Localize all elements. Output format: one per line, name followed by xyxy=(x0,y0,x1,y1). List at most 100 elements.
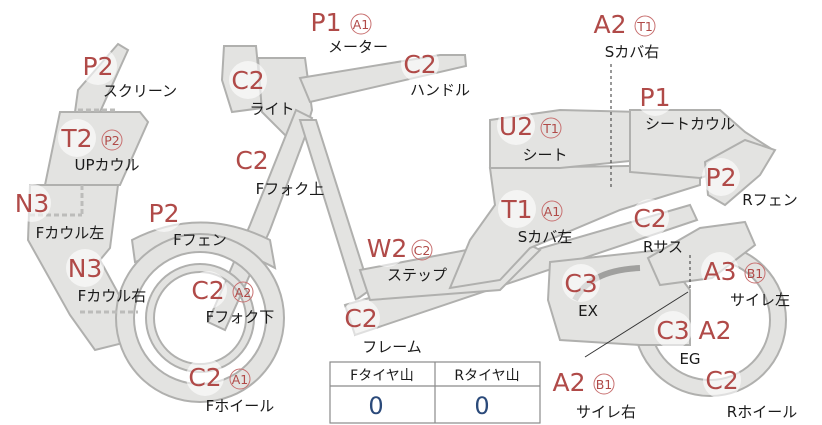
code-badge-bg xyxy=(701,252,739,290)
part-code: C2 xyxy=(191,276,224,305)
sub-code-badge xyxy=(229,368,251,390)
code-badge-bg xyxy=(66,249,104,287)
code-badge-bg xyxy=(145,194,183,232)
part-sub-code: A1 xyxy=(544,204,561,219)
part-label: スクリーン xyxy=(103,82,177,100)
part-code: T2 xyxy=(60,124,92,153)
tire-table-value-rear: 0 xyxy=(474,392,489,420)
part-label: シート xyxy=(522,146,567,164)
part-code-secondary: A2 xyxy=(698,316,731,345)
part-code: A3 xyxy=(703,257,736,286)
tire-table-value-front: 0 xyxy=(368,392,383,420)
part-label: Rサス xyxy=(643,238,683,256)
part-sub-code: A1 xyxy=(232,372,249,387)
sub-code-badge xyxy=(744,262,766,284)
part-label: サイレ左 xyxy=(730,291,790,309)
sub-code-badge xyxy=(232,281,254,303)
code-badge-bg xyxy=(703,361,741,399)
part-sub-code: B1 xyxy=(596,377,613,392)
part-label: Rホイール xyxy=(727,403,797,421)
part-muffler-left: A3 B1 サイレ左 xyxy=(701,252,790,309)
part-label: ステップ xyxy=(387,266,447,284)
code-badge-bg xyxy=(79,47,117,85)
code-badge-bg xyxy=(229,61,267,99)
code-badge-bg xyxy=(702,158,740,196)
part-code: P2 xyxy=(83,52,114,81)
part-sub-code: B1 xyxy=(747,266,764,281)
code-badge-bg xyxy=(342,299,380,337)
part-sub-code: P2 xyxy=(104,133,120,148)
part-label: Fフォク上 xyxy=(256,180,325,198)
part-sub-code: C2 xyxy=(414,243,431,258)
part-code: C2 xyxy=(344,304,377,333)
code-badge-bg xyxy=(233,141,271,179)
sub-code-badge xyxy=(350,13,372,35)
part-sub-code: T1 xyxy=(636,19,653,34)
part-code: C2 xyxy=(235,146,268,175)
part-code: P1 xyxy=(640,83,671,112)
part-label: Fカウル右 xyxy=(78,287,147,305)
tire-table-header-front: Fタイヤ山 xyxy=(350,368,414,384)
code-badge-bg xyxy=(58,119,96,157)
sub-code-badge xyxy=(634,15,656,37)
part-label: Sカバ左 xyxy=(518,228,573,246)
part-label: ハンドル xyxy=(410,81,470,99)
code-badge-bg xyxy=(368,229,406,267)
part-code: P2 xyxy=(149,199,180,228)
code-badge-bg xyxy=(550,363,588,401)
code-badge-bg xyxy=(654,311,692,349)
part-label: EG xyxy=(679,350,700,368)
code-badge-bg xyxy=(631,199,669,237)
r-sus-shape xyxy=(646,220,757,287)
sub-code-badge xyxy=(593,373,615,395)
frame-tube-shape xyxy=(298,119,372,302)
part-code: C3 xyxy=(656,316,689,345)
sub-code-badge xyxy=(411,239,433,261)
code-badge-bg xyxy=(696,311,734,349)
part-label: EX xyxy=(578,302,598,320)
part-label: フレーム xyxy=(362,338,422,356)
part-label: Fフォク下 xyxy=(206,308,275,326)
part-code: C2 xyxy=(633,204,666,233)
leader-muffler-right xyxy=(584,291,689,358)
part-code: C3 xyxy=(564,269,597,298)
part-code: T1 xyxy=(500,195,532,224)
part-label: Fホイール xyxy=(206,397,275,415)
part-seat-cowl: P1 シートカウル xyxy=(636,78,735,133)
code-badge-bg xyxy=(189,271,227,309)
code-badge-bg xyxy=(307,3,345,41)
part-label: Fカウル左 xyxy=(36,224,105,242)
part-code: P2 xyxy=(706,163,737,192)
part-code: U2 xyxy=(499,112,533,141)
tire-table-header-rear: Rタイヤ山 xyxy=(454,368,519,384)
code-badge-bg xyxy=(401,45,439,83)
part-sub-code: A2 xyxy=(235,285,252,300)
code-badge-bg xyxy=(591,5,629,43)
part-code: C2 xyxy=(188,363,221,392)
code-badge-bg xyxy=(13,184,51,222)
part-sub-code: T1 xyxy=(542,121,559,136)
part-code: N3 xyxy=(68,254,103,283)
part-label: シートカウル xyxy=(645,115,735,133)
part-code: C2 xyxy=(705,366,738,395)
part-label: メーター xyxy=(328,38,388,56)
part-code: C2 xyxy=(231,66,264,95)
part-label: サイレ右 xyxy=(576,403,636,421)
